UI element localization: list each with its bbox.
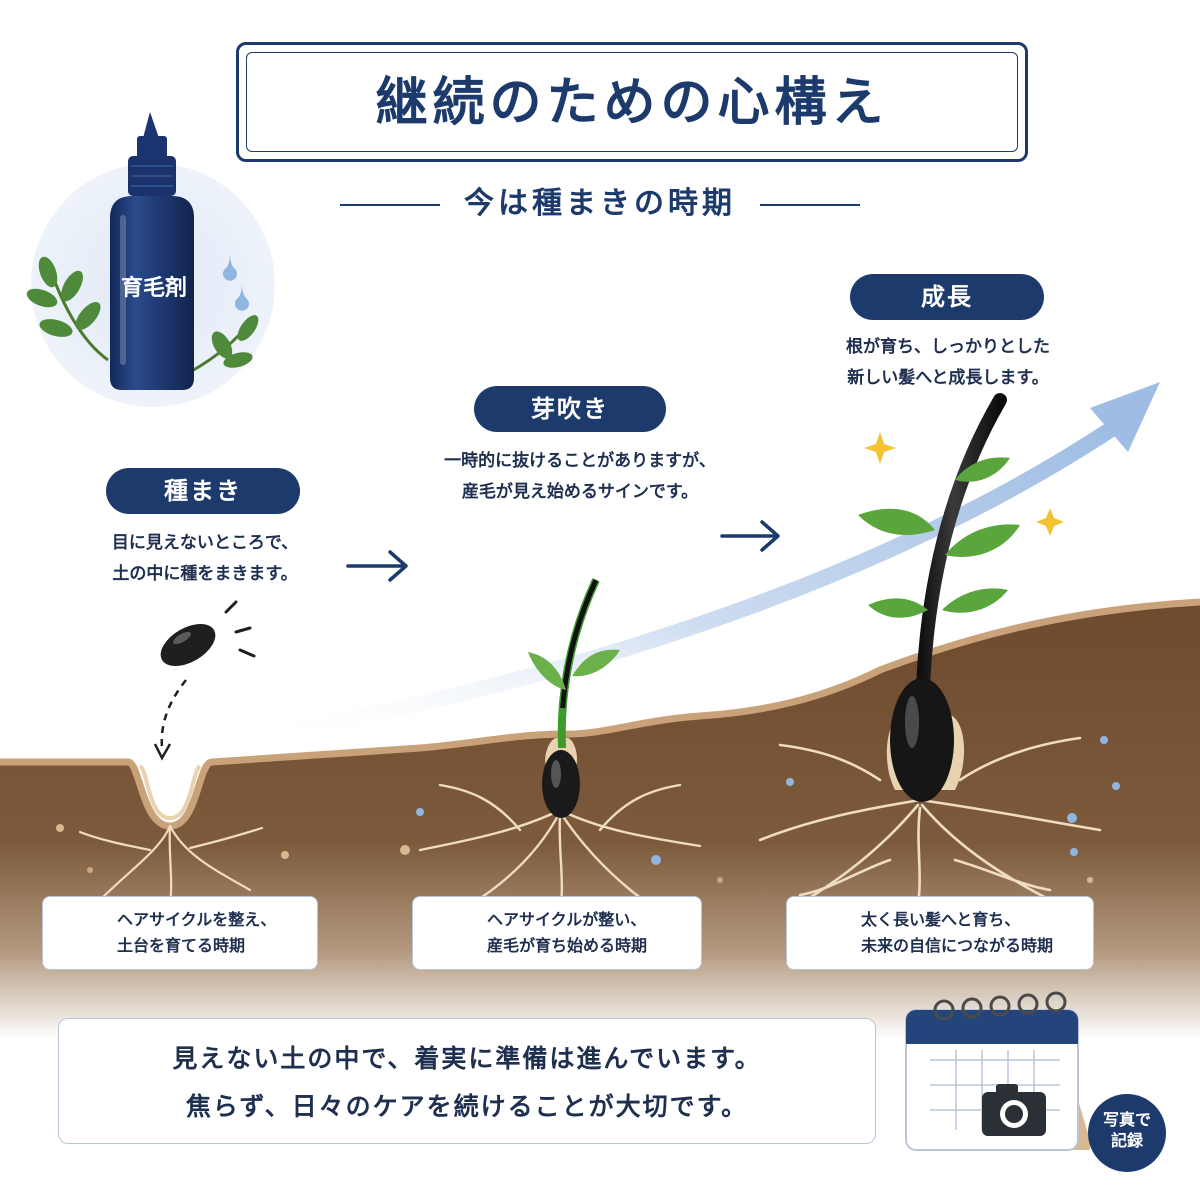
- stage-card-sprouting: ヘアサイクルが整い、 産毛が育ち始める時期: [412, 896, 702, 970]
- card-line: 産毛が育ち始める時期: [487, 936, 648, 955]
- stage-desc-line: 産毛が見え始めるサインです。: [461, 482, 699, 502]
- stage-desc-line: 土の中に種をまきます。: [112, 564, 298, 584]
- camera-icon: [982, 1084, 1046, 1136]
- stage-card-seeding: ヘアサイクルを整え、 土台を育てる時期: [42, 896, 318, 970]
- page-title: 継続のための心構え: [375, 73, 889, 133]
- soil-particles: [56, 736, 1120, 883]
- seed-hole-outline: [138, 764, 202, 821]
- record-badge-line: 写真で: [1102, 1110, 1151, 1129]
- roots-sprout-stage: [418, 783, 702, 917]
- subtitle-rule-right: [760, 204, 860, 206]
- stage-desc-line: 新しい髪へと成長します。: [847, 368, 1049, 388]
- seed-drop-arrowhead: [153, 743, 172, 761]
- card-line: 太く長い髪へと育ち、: [861, 910, 1021, 929]
- stage-desc-line: 目に見えないところで、: [111, 533, 299, 553]
- water-drop-icon: [223, 252, 250, 311]
- subtitle: 今は種まきの時期: [340, 182, 860, 226]
- seed-drop-path: [160, 679, 187, 749]
- record-badge-line: 記録: [1110, 1131, 1143, 1150]
- card-line: 未来の自信につながる時期: [861, 936, 1054, 955]
- stage-pill-sprouting: 芽吹き: [474, 386, 666, 432]
- card-line: ヘアサイクルが整い、: [487, 910, 647, 929]
- stage-card-growth: 太く長い髪へと育ち、 未来の自信につながる時期: [786, 896, 1094, 970]
- arrow-right-icon: [346, 550, 408, 582]
- arrow-right-icon: [720, 520, 780, 552]
- bottle-leaves-right: [189, 315, 259, 374]
- stage-desc-line: 一時的に抜けることがありますが、: [444, 451, 716, 471]
- card-line: 土台を育てる時期: [117, 936, 246, 955]
- soil-surface-line: [0, 598, 1200, 830]
- message-box: 見えない土の中で、着実に準備は進んでいます。 焦らず、日々のケアを続けることが大…: [58, 1018, 876, 1144]
- subtitle-text: 今は種まきの時期: [464, 186, 736, 221]
- message-line: 見えない土の中で、着実に準備は進んでいます。: [172, 1044, 762, 1073]
- roots-seed-stage: [78, 824, 264, 917]
- bottle: [110, 112, 194, 390]
- title-box: 継続のための心構え: [236, 42, 1028, 162]
- subtitle-rule-left: [340, 204, 440, 206]
- message-line: 焦らず、日々のケアを続けることが大切です。: [185, 1092, 749, 1121]
- stage-desc-seeding: 目に見えないところで、 土の中に種をまきます。: [60, 528, 350, 590]
- card-line: ヘアサイクルを整え、: [117, 910, 277, 929]
- stage-pill-seeding: 種まき: [106, 468, 300, 514]
- bottle-leaves-left: [26, 256, 109, 362]
- curved-growth-arrow-icon: [242, 382, 1160, 746]
- stage-desc-growth: 根が育ち、しっかりとした 新しい髪へと成長します。: [820, 332, 1076, 394]
- sprout-plant: [528, 578, 620, 818]
- sparkle-icon: [864, 432, 1064, 536]
- stage-desc-sprouting: 一時的に抜けることがありますが、 産毛が見え始めるサインです。: [410, 446, 750, 508]
- title-box-inner-border: [246, 52, 1018, 152]
- bottle-label: 育毛剤: [120, 276, 187, 301]
- stage-pill-growth: 成長: [850, 274, 1044, 320]
- record-badge: 写真で 記録: [1088, 1094, 1166, 1172]
- stage-desc-line: 根が育ち、しっかりとした: [846, 337, 1050, 357]
- seed-icon: [160, 600, 256, 667]
- mature-plant: [858, 393, 1020, 802]
- roots-growth-stage: [758, 736, 1102, 922]
